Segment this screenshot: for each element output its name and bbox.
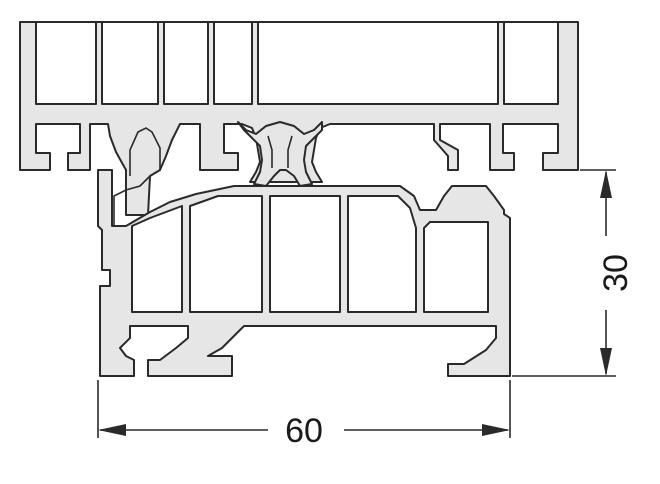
sash-chamber-2 (189, 195, 263, 313)
frame-profile (19, 21, 579, 216)
frame-chamber-2 (101, 21, 159, 105)
frame-chamber-5 (257, 21, 499, 105)
frame-chamber-1 (35, 21, 97, 105)
gasket-body (237, 121, 323, 187)
center-gasket (237, 121, 323, 187)
height-dimension: 30 (512, 169, 635, 377)
height-arrow-bottom (600, 348, 612, 376)
frame-hook-outline (129, 127, 161, 176)
gasket-inner-lip (267, 135, 293, 168)
width-arrow-left (98, 424, 126, 436)
sash-chamber-right (423, 221, 489, 313)
width-arrow-right (482, 424, 510, 436)
height-dimension-label: 30 (597, 254, 635, 292)
width-dimension-label: 60 (285, 412, 323, 450)
frame-chamber-4 (213, 21, 253, 105)
width-dimension: 60 (97, 380, 511, 450)
sash-glazing-channel (113, 175, 151, 226)
height-arrow-top (600, 170, 612, 198)
sash-chamber-3 (269, 195, 341, 313)
sash-chamber-4 (347, 195, 417, 313)
sash-profile (97, 169, 511, 377)
frame-chamber-6 (503, 21, 559, 105)
frame-chamber-3 (163, 21, 209, 105)
sash-chamber-left (131, 205, 183, 313)
